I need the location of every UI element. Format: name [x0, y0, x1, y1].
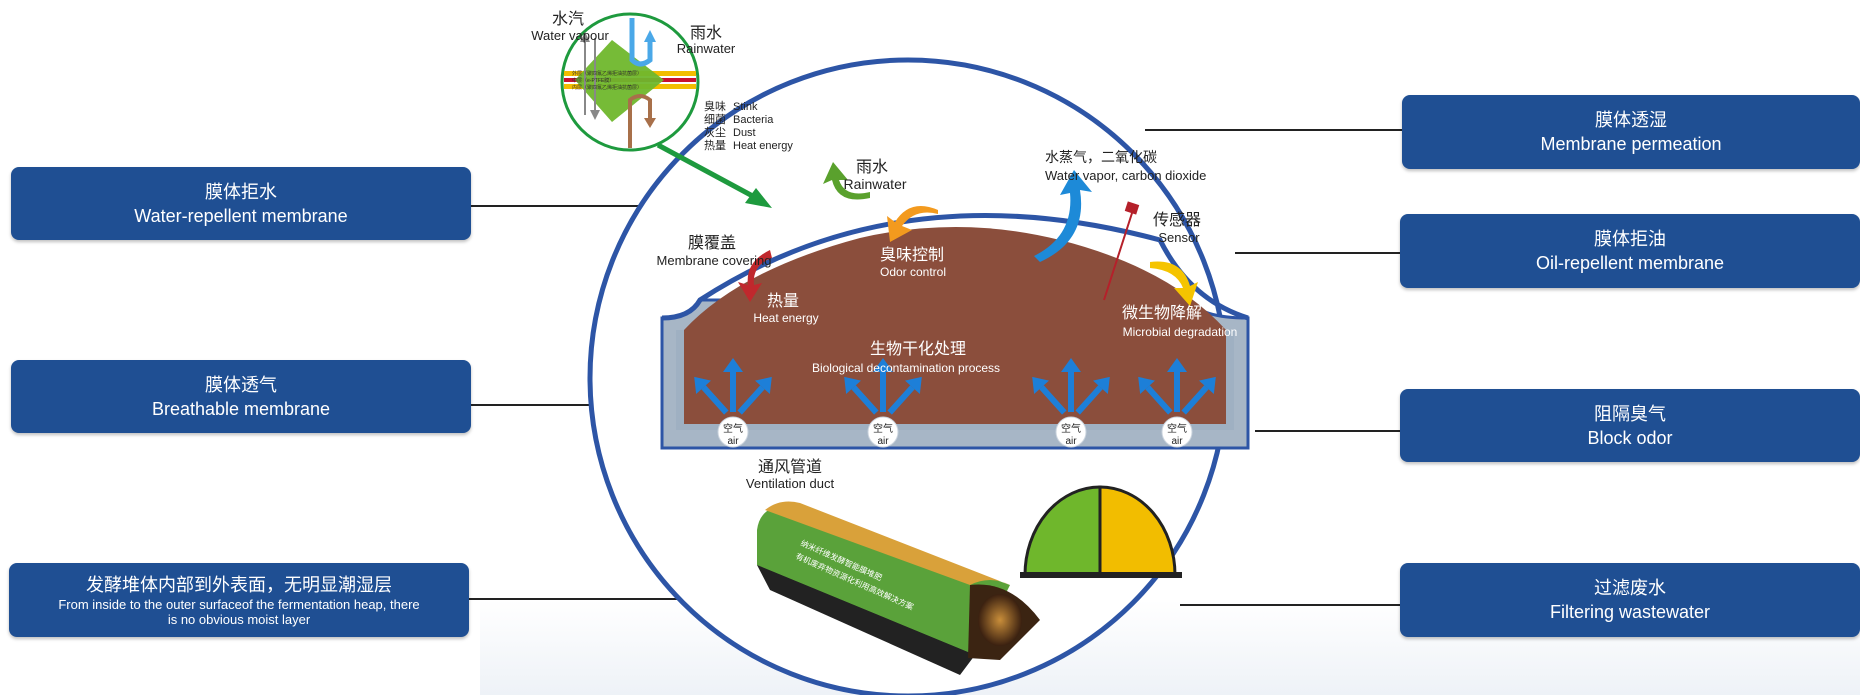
label-oil-repellent: 膜体拒油 Oil-repellent membrane [1400, 214, 1860, 288]
label-en: Oil-repellent membrane [1535, 253, 1725, 273]
inset-vapour-cn: 水汽 [552, 10, 584, 28]
air-arrows [694, 358, 1216, 415]
dome-model [1020, 485, 1182, 578]
sensor-label-en: Sensor [1158, 230, 1200, 245]
label-cn: 过滤废水 [1594, 578, 1666, 598]
label-block-odor: 阻隔臭气 Block odor [1400, 389, 1860, 462]
inset-stink-en: Stink [733, 101, 758, 113]
inset-dust-en: Dust [733, 127, 756, 139]
vapor-arrow [1034, 170, 1092, 262]
connector-line [468, 598, 740, 600]
label-en: Filtering wastewater [1549, 602, 1711, 622]
inset-circle: 外层（聚四氟乙烯拒油抗菌层） 中层（e-PTFE膜） 内层（聚四氟乙烯拒油抗菌层… [560, 12, 700, 152]
process-label-cn: 生物干化处理 [870, 340, 966, 358]
label-en: Block odor [1587, 427, 1673, 448]
air-label-cn: 空气 [1061, 422, 1081, 435]
label-membrane-permeation: 膜体透湿 Membrane permeation [1402, 95, 1860, 169]
inset-bacteria-en: Bacteria [733, 114, 774, 126]
inset-rain-en: Rainwater [677, 41, 736, 56]
connector-line [1180, 604, 1402, 606]
connector-line [1235, 252, 1402, 254]
process-label-en: Biological decontamination process [812, 361, 1000, 375]
layer-outer-label: 外层（聚四氟乙烯拒油抗菌层） [572, 70, 642, 77]
label-water-repellent: 膜体拒水 Water-repellent membrane [11, 167, 471, 240]
inset-bacteria-cn: 细菌 [704, 113, 726, 126]
label-cn: 膜体透湿 [1595, 110, 1667, 130]
odor-label-cn: 臭味控制 [880, 246, 944, 264]
inset-rain-cn: 雨水 [690, 24, 722, 42]
covering-label-cn: 膜覆盖 [688, 234, 736, 252]
label-breathable: 膜体透气 Breathable membrane [11, 360, 471, 433]
connector-line [470, 205, 700, 207]
air-label-cn: 空气 [873, 422, 893, 435]
odor-label-en: Odor control [880, 265, 946, 279]
label-cn: 膜体拒油 [1594, 229, 1666, 249]
label-cn: 阻隔臭气 [1594, 403, 1666, 424]
air-label-cn: 空气 [723, 422, 743, 435]
inset-heat-cn: 热量 [704, 139, 726, 152]
covering-label-en: Membrane covering [657, 253, 772, 268]
air-nodes [717, 416, 1193, 448]
inset-dust-cn: 灰尘 [704, 125, 726, 139]
odor-arrow [887, 206, 938, 242]
connector-line [1145, 129, 1403, 131]
layer-inner-label: 内层（聚四氟乙烯拒油抗菌层） [572, 84, 642, 91]
label-filtering-wastewater: 过滤废水 Filtering wastewater [1400, 563, 1860, 637]
membrane-line [661, 213, 1249, 321]
compost-heap [684, 226, 1226, 424]
sensor-head [1124, 201, 1140, 215]
duct-model: 纳米纤维发酵智能膜堆肥 有机废弃物资源化利用高效解决方案 [757, 501, 1040, 675]
label-no-moist-layer: 发酵堆体内部到外表面，无明显潮湿层 From inside to the out… [9, 563, 469, 637]
connector-line [470, 404, 650, 406]
rain-label-cn: 雨水 [856, 158, 888, 176]
label-cn: 膜体透气 [205, 374, 277, 395]
layer-middle-label: 中层（e-PTFE膜） [572, 77, 614, 84]
connector-line [1255, 430, 1402, 432]
microbial-arrow [1150, 261, 1198, 306]
microbial-label-en: Microbial degradation [1123, 325, 1238, 339]
pointer-arrow [656, 142, 762, 203]
air-label-en: air [1065, 436, 1077, 447]
air-label-cn: 空气 [1167, 422, 1187, 435]
heat-arrow [738, 250, 772, 302]
vapor-label-cn: 水蒸气，二氧化碳 [1045, 149, 1157, 165]
label-en: From inside to the outer surfaceof the f… [58, 597, 420, 627]
air-label-en: air [727, 436, 739, 447]
inset-vapour-en: Water vapour [531, 28, 609, 43]
duct-label-cn: 通风管道 [758, 458, 822, 476]
microbial-label-cn: 微生物降解 [1122, 304, 1202, 322]
label-en: Breathable membrane [151, 398, 331, 419]
label-en: Membrane permeation [1540, 134, 1722, 154]
air-label-en: air [1171, 436, 1183, 447]
inset-heat-en: Heat energy [733, 140, 793, 152]
label-cn: 发酵堆体内部到外表面，无明显潮湿层 [86, 575, 392, 595]
heat-label-en: Heat energy [753, 311, 818, 325]
vapor-label-en: Water vapor, carbon dioxide [1045, 168, 1206, 183]
rain-label-en: Rainwater [843, 176, 906, 192]
label-cn: 膜体拒水 [205, 181, 277, 202]
inset-stink-cn: 臭味 [704, 99, 726, 113]
sensor-probe [1103, 209, 1134, 301]
rain-arrow [823, 162, 870, 200]
sensor-label-cn: 传感器 [1153, 211, 1201, 229]
label-en: Water-repellent membrane [134, 205, 348, 226]
heat-label-cn: 热量 [767, 292, 799, 310]
duct-label-en: Ventilation duct [746, 476, 835, 491]
air-label-en: air [877, 436, 889, 447]
